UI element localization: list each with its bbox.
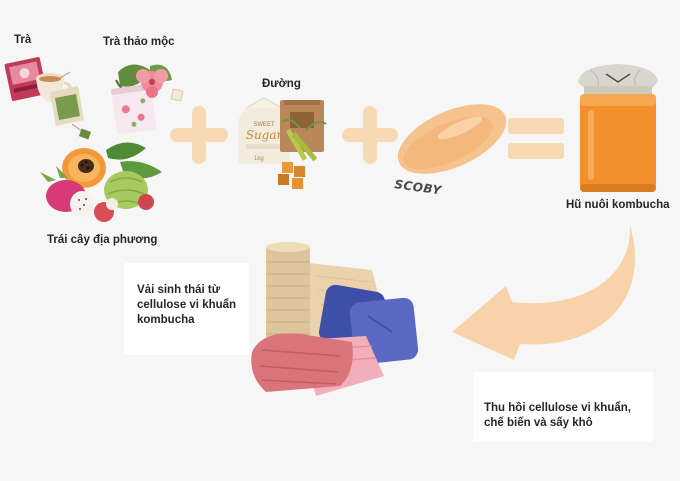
dragon-fruit-icon [40, 166, 94, 217]
hibiscus-flower-icon [136, 69, 168, 98]
sugar-bag-icon: SWEET Sugar 1kg [238, 97, 290, 164]
papaya-icon [62, 148, 106, 188]
herbal-tea-illustration [110, 64, 184, 135]
sugar-label: Đường [262, 78, 301, 90]
lychee-icon [94, 194, 154, 222]
sugar-cubes-icon [278, 162, 305, 189]
scoby-illustration [397, 104, 507, 174]
tea-illustration [4, 57, 92, 140]
sugarcane-icon [281, 119, 327, 162]
recovery-label: Thu hồi cellulose vi khuẩn, chế biến và … [484, 401, 631, 431]
textile-label-line-2: cellulose vi khuẩn [137, 299, 237, 311]
textile-label-line-3: kombucha [137, 314, 195, 326]
recovery-label-line-2: chế biến và sấy khô [484, 417, 593, 429]
plus-sign-2 [342, 106, 398, 164]
teabag-icon [50, 71, 92, 140]
textile-label-card [124, 263, 249, 355]
sugar-top-label: SWEET [253, 122, 275, 128]
textile-label: Vải sinh thái từ cellulose vi khuẩn komb… [137, 283, 236, 328]
teacup-icon [36, 73, 72, 102]
tea-label: Trà [14, 34, 32, 46]
herbal-package-icon [110, 83, 157, 135]
sugar-illustration: SWEET Sugar 1kg [238, 97, 327, 189]
textile-label-line-1: Vải sinh thái từ [137, 284, 221, 296]
herbal-tea-label: Trà thảo mộc [103, 36, 175, 48]
jar-label: Hũ nuôi kombucha [566, 199, 670, 211]
fruit-label: Trái cây địa phương [47, 234, 158, 246]
sugar-brand-label: Sugar [246, 128, 284, 142]
fruit-illustration [40, 142, 162, 222]
recovery-label-card [473, 372, 653, 442]
tea-box-icon [4, 57, 47, 101]
recovery-label-line-1: Thu hồi cellulose vi khuẩn, [484, 402, 631, 414]
red-fabric-icon [251, 333, 353, 392]
kombucha-jar-illustration [578, 64, 658, 192]
equals-sign [508, 118, 564, 159]
sugar-weight-label: 1kg [254, 156, 264, 162]
plus-sign-1 [170, 106, 228, 164]
textile-illustration [251, 242, 419, 396]
scoby-label: SCOBY [394, 177, 444, 198]
curved-arrow-icon [452, 226, 636, 360]
